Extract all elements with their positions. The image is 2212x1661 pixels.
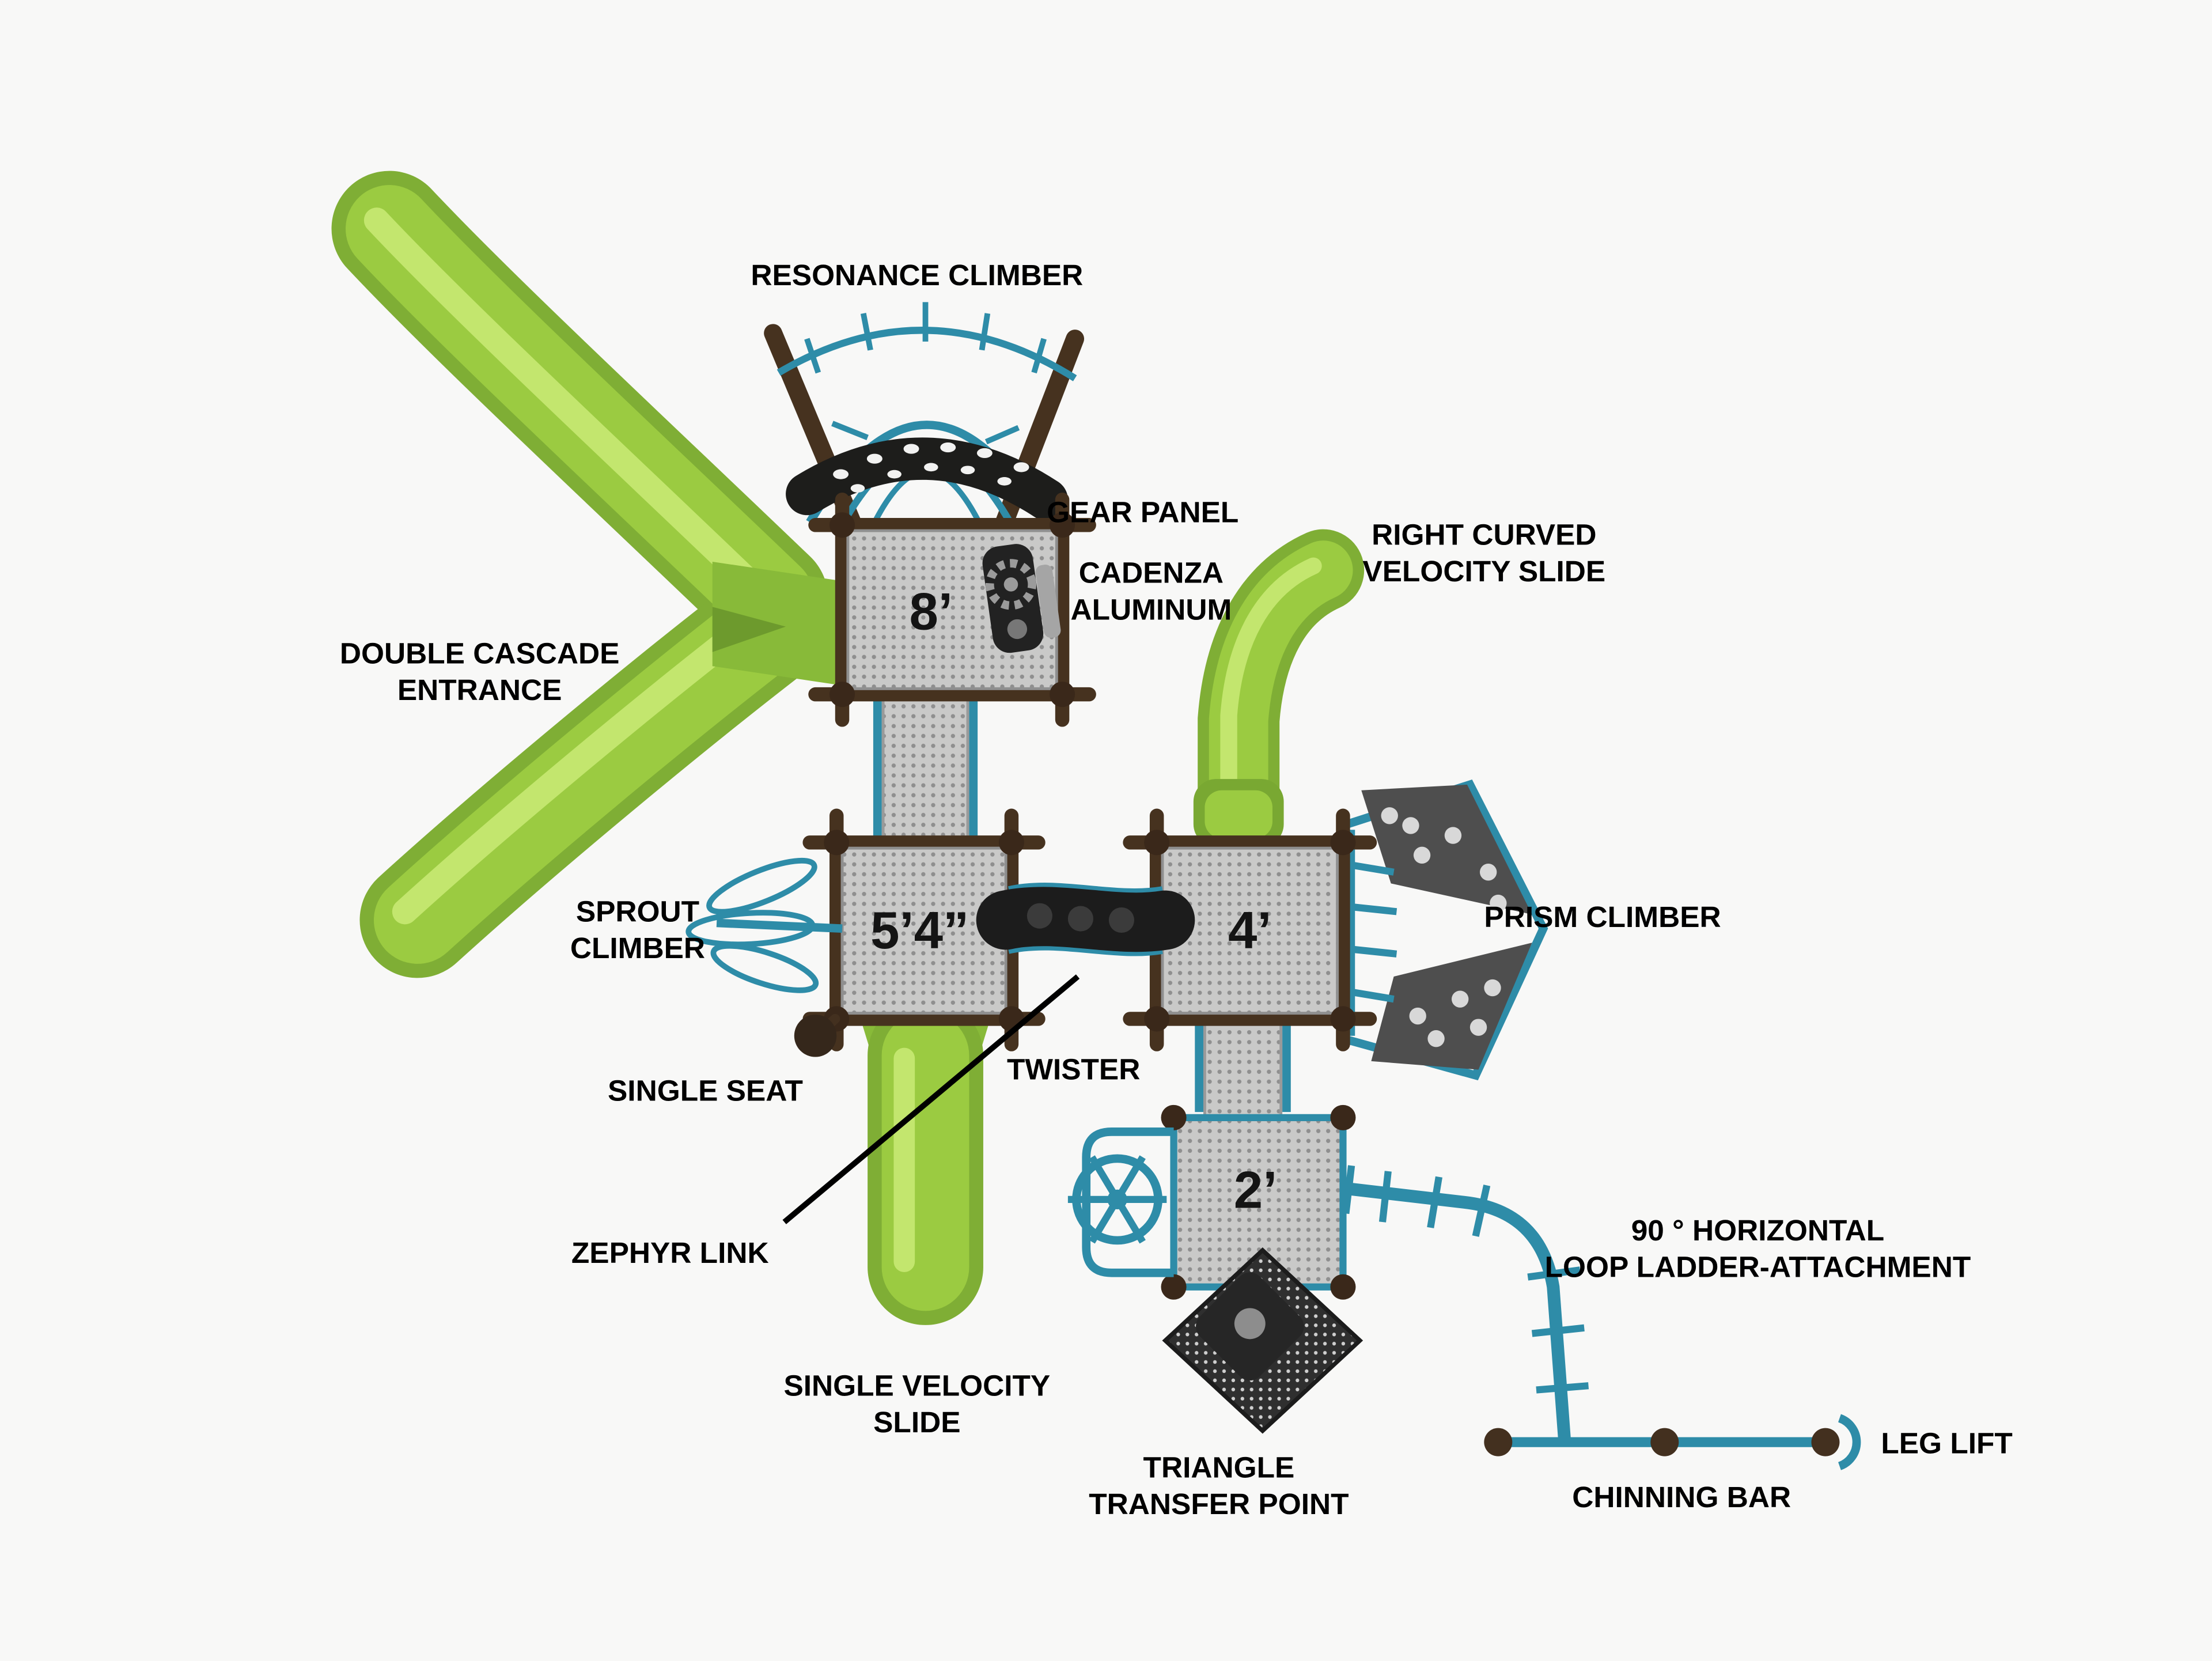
loop-ladder-label-1: 90 ° HORIZONTAL bbox=[1631, 1213, 1884, 1247]
twister-structure bbox=[976, 883, 1195, 956]
triangle-transfer-structure bbox=[1162, 1247, 1363, 1434]
gear-panel-structure bbox=[982, 544, 1044, 653]
chinning-bar-structure bbox=[1484, 1414, 1861, 1470]
steering-wheel bbox=[1067, 1127, 1174, 1277]
single-velocity-slide-label-2: SLIDE bbox=[873, 1405, 960, 1439]
deck-2-height-label: 2’ bbox=[1234, 1161, 1278, 1220]
chinning-bar-label: CHINNING BAR bbox=[1572, 1480, 1791, 1514]
right-curved-velocity-slide bbox=[1193, 529, 1365, 879]
cadenza-aluminum-panel bbox=[1035, 565, 1061, 638]
bridge-upper bbox=[873, 693, 978, 846]
single-velocity-slide bbox=[860, 997, 991, 1325]
zephyr-link-pointer bbox=[782, 974, 1080, 1224]
leg-lift-structure bbox=[1838, 1414, 1861, 1470]
twister-label: TWISTER bbox=[1007, 1053, 1140, 1086]
cadenza-aluminum-label-1: CADENZA bbox=[1079, 556, 1224, 589]
slide-junction-fan bbox=[712, 561, 845, 686]
deck-5-4-height-label: 5’4” bbox=[870, 902, 969, 960]
right-curved-slide-label-2: VELOCITY SLIDE bbox=[1362, 554, 1605, 588]
cadenza-aluminum-label-2: ALUMINUM bbox=[1070, 592, 1232, 626]
zephyr-link-label: ZEPHYR LINK bbox=[571, 1236, 769, 1269]
bridge-lower bbox=[1195, 1017, 1291, 1119]
loop-ladder-label-2: LOOP LADDER-ATTACHMENT bbox=[1545, 1250, 1971, 1284]
prism-climber-label: PRISM CLIMBER bbox=[1484, 900, 1721, 933]
loop-ladder-structure bbox=[1342, 1165, 1589, 1440]
double-cascade-label-2: ENTRANCE bbox=[397, 673, 562, 706]
deck-4-height-label: 4’ bbox=[1228, 902, 1272, 960]
triangle-transfer-label-1: TRIANGLE bbox=[1143, 1450, 1295, 1484]
deck-5ft4: 5’4” bbox=[802, 808, 1046, 1051]
sprout-climber-label-1: SPROUT bbox=[576, 894, 699, 928]
deck-8-height-label: 8’ bbox=[910, 583, 953, 641]
gear-panel-label: GEAR PANEL bbox=[1047, 495, 1238, 528]
double-cascade-label-1: DOUBLE CASCADE bbox=[340, 636, 620, 669]
single-seat-structure bbox=[794, 1013, 840, 1057]
prism-climber-structure bbox=[1342, 779, 1548, 1081]
single-seat-label: SINGLE SEAT bbox=[608, 1073, 803, 1107]
sprout-climber-structure bbox=[685, 857, 843, 993]
gear-icon bbox=[985, 559, 1037, 610]
resonance-climber-label: RESONANCE CLIMBER bbox=[751, 258, 1083, 292]
resonance-climber-structure bbox=[764, 302, 1085, 532]
sprout-climber-label-2: CLIMBER bbox=[570, 931, 705, 964]
right-curved-slide-label-1: RIGHT CURVED bbox=[1372, 518, 1596, 551]
double-cascade-slide bbox=[331, 171, 845, 978]
triangle-transfer-label-2: TRANSFER POINT bbox=[1089, 1487, 1349, 1520]
leg-lift-label: LEG LIFT bbox=[1881, 1427, 2012, 1460]
single-velocity-slide-label-1: SINGLE VELOCITY bbox=[783, 1368, 1050, 1402]
